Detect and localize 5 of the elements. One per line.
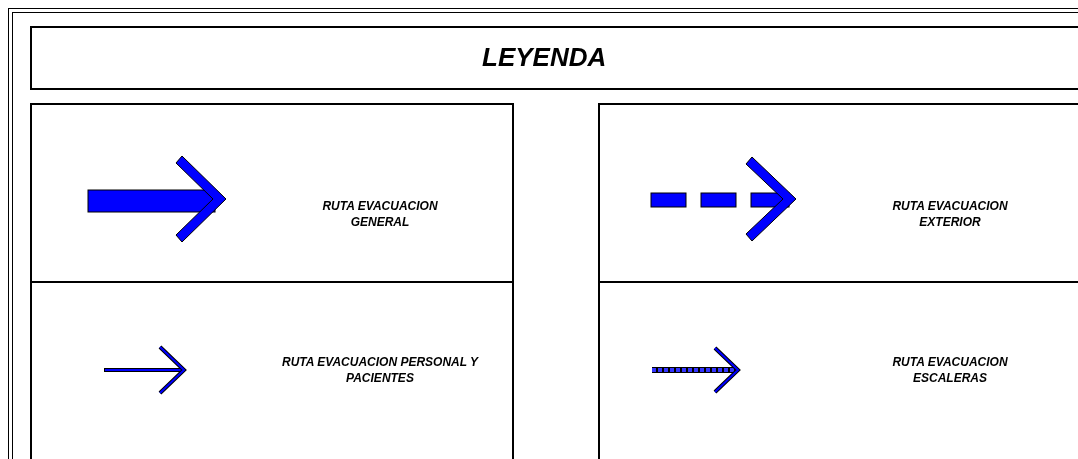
legend-label: RUTA EVACUACION EXTERIOR xyxy=(891,198,1009,230)
legend-title: LEYENDA xyxy=(482,42,607,72)
legend-label: RUTA EVACUACION PERSONAL Y PACIENTES xyxy=(281,354,480,386)
legend-label: RUTA EVACUACION ESCALERAS xyxy=(891,354,1009,386)
legend-label: RUTA EVACUACION GENERAL xyxy=(321,198,439,230)
